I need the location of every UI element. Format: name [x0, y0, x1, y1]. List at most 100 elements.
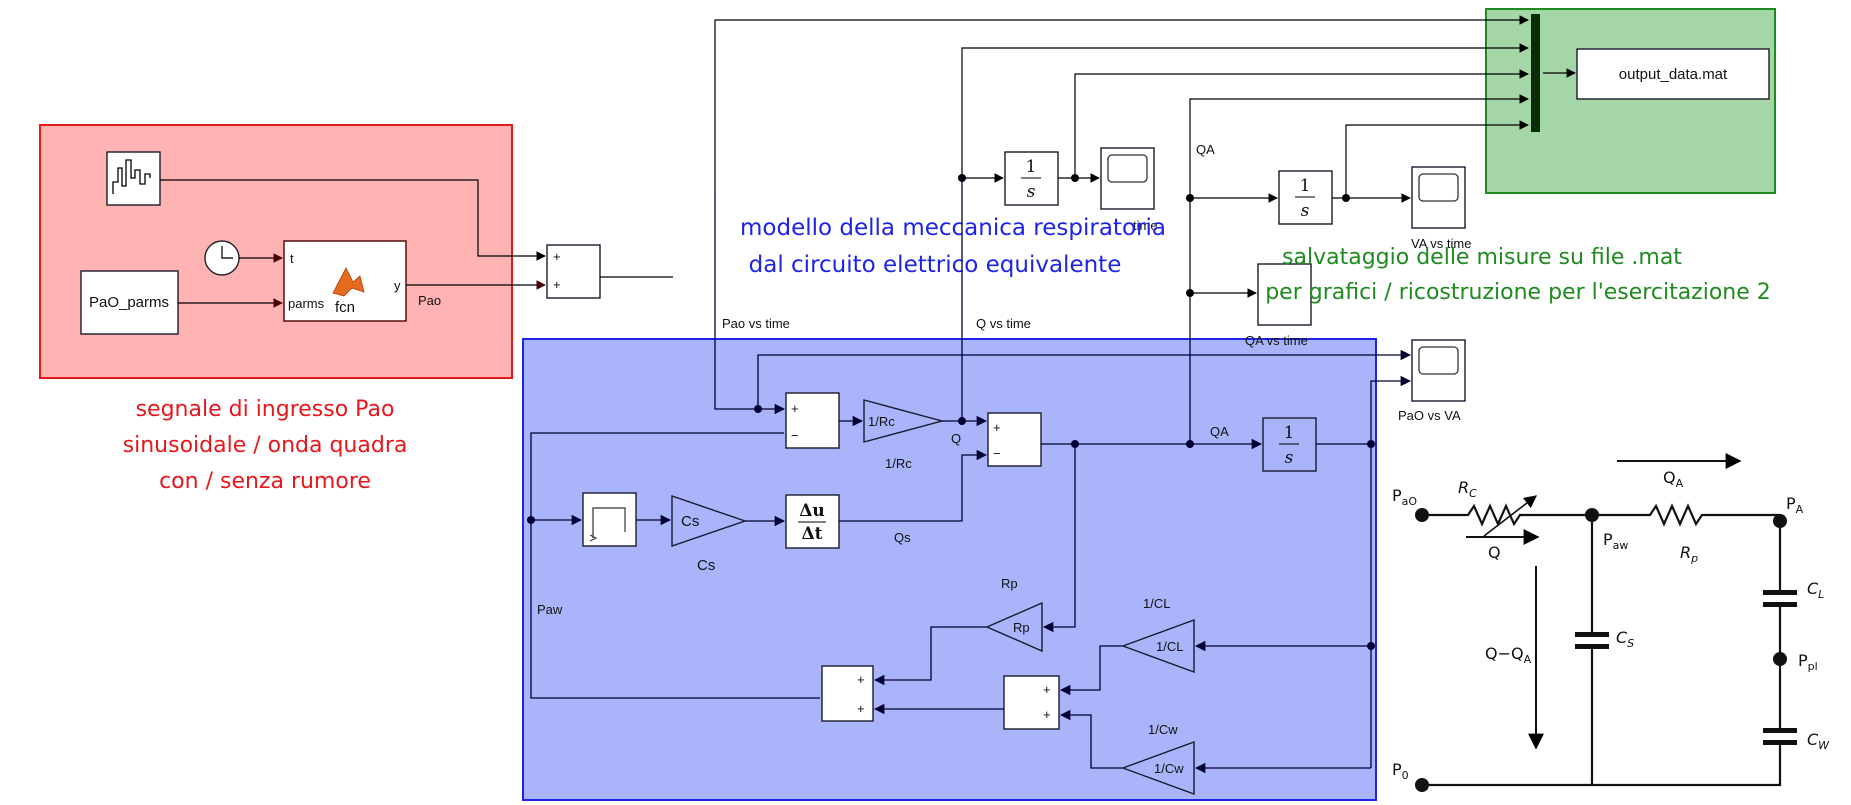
memory-block[interactable]	[582, 492, 637, 547]
wire-paw-feedback	[530, 432, 820, 699]
wire-cl-to-sum3	[1059, 645, 1123, 696]
sum2-plus: +	[993, 420, 1001, 435]
sum3-plus1: +	[1043, 682, 1051, 697]
wire-source-to-sum	[160, 179, 546, 261]
circuit-label-p0: P0	[1392, 760, 1409, 782]
wire-rp-to-sum4	[873, 626, 987, 686]
signal-pao-label: Pao	[418, 293, 441, 308]
deriv-num: Δu	[799, 501, 825, 521]
to-file-label: output_data.mat	[1619, 66, 1728, 83]
gain-cw-block[interactable]	[1120, 740, 1195, 796]
signal-qa-top-label: QA	[1196, 142, 1215, 157]
gain-cs-label: Cs	[697, 557, 715, 574]
input-sum-plus2: +	[553, 277, 561, 292]
model-region	[522, 338, 1377, 801]
signal-qs-label: Qs	[894, 530, 911, 545]
sum4-plus2: +	[857, 701, 865, 716]
integrator-v-den: s	[1027, 182, 1036, 202]
wire-v-to-mux	[1074, 69, 1529, 178]
fcn-input-t: t	[290, 251, 294, 266]
circuit-label-pao: PaO	[1392, 486, 1417, 508]
wire-qa-to-rp	[1042, 444, 1076, 633]
circuit-label-pa: PA	[1786, 494, 1804, 516]
circuit-label-cs: CS	[1616, 628, 1634, 650]
sum1-minus: −	[791, 428, 799, 443]
mux-block[interactable]	[1531, 14, 1540, 132]
signal-source-icon	[112, 159, 151, 194]
gain-cs-text: Cs	[681, 513, 699, 530]
wire-q-to-mux	[961, 43, 1529, 178]
save-note-line2: per grafici / ricostruzione per l'eserci…	[1265, 280, 1771, 305]
fcn-input-parms: parms	[288, 296, 325, 311]
circuit-label-cw: CW	[1807, 730, 1830, 752]
integrator-v-num: 1	[1026, 157, 1037, 177]
fcn-name: fcn	[335, 299, 355, 316]
signal-qa-label: QA	[1210, 424, 1229, 439]
scope-q-time-label: Q vs time	[976, 316, 1031, 331]
gain-cs-block[interactable]	[671, 495, 748, 547]
sum-pao-paw-block[interactable]	[785, 392, 840, 449]
sum2-minus: −	[993, 446, 1001, 461]
sum3-plus2: +	[1043, 707, 1051, 722]
sum-paw-block[interactable]	[821, 665, 874, 722]
save-note-line1: salvataggio delle misure su file .mat	[1282, 245, 1682, 270]
scope-pao-va-label: PaO vs VA	[1398, 408, 1461, 423]
memory-icon	[592, 507, 626, 538]
model-note-line1: modello della meccanica respiratoria	[740, 215, 1166, 241]
input-note-line1: segnale di ingresso Pao	[136, 397, 395, 422]
to-file-block[interactable]	[1576, 48, 1770, 100]
wire-qs-to-sum2	[839, 449, 988, 522]
input-sum-block[interactable]	[546, 244, 601, 299]
input-note-line2: sinusoidale / onda quadra	[123, 433, 408, 458]
circuit-label-qa: QA	[1663, 468, 1684, 490]
fcn-output-y: y	[394, 278, 401, 293]
scope-v-time-label: time	[1133, 218, 1158, 233]
deriv-den: Δt	[801, 524, 822, 544]
integrator-qa-den: s	[1285, 448, 1294, 468]
gain-cl-block[interactable]	[1120, 618, 1195, 674]
circuit-label-ppl: Ppl	[1798, 651, 1818, 673]
sum-cl-cw-block[interactable]	[1003, 675, 1060, 730]
gain-rp-label: Rp	[1001, 576, 1018, 591]
integrator-va-num: 1	[1300, 176, 1311, 196]
gain-rc-label: 1/Rc	[885, 456, 912, 471]
circuit-label-q-minus-qa: Q−QA	[1485, 644, 1532, 666]
matlab-fcn-block[interactable]	[283, 240, 407, 322]
circuit-label-cl: CL	[1807, 579, 1824, 601]
pao-parms-block[interactable]	[80, 270, 179, 335]
wire-pao-to-xy	[757, 349, 1412, 409]
gain-rp-text: Rp	[1013, 620, 1030, 635]
scope-pao-time-label: Pao vs time	[722, 316, 790, 331]
gain-rc-text: 1/Rc	[868, 414, 895, 429]
pao-parms-label: PaO_parms	[89, 294, 169, 311]
wire-va-to-mux	[1345, 120, 1529, 198]
circuit-label-q: Q	[1488, 543, 1501, 562]
wire-va-to-xy	[1370, 375, 1412, 444]
matlab-logo-icon	[332, 267, 365, 297]
model-note-line2: dal circuito elettrico equivalente	[749, 252, 1122, 278]
gain-cw-text: 1/Cw	[1154, 761, 1184, 776]
sum-q-qs-block[interactable]	[987, 412, 1042, 467]
signal-paw-label: Paw	[537, 602, 563, 617]
scope-qa-time-label: QA vs time	[1245, 333, 1308, 348]
wire-qa-to-mux	[1189, 94, 1529, 340]
circuit-label-rp: Rp	[1680, 543, 1698, 565]
circuit-label-rc: RC	[1458, 478, 1477, 500]
gain-rp-block[interactable]	[985, 601, 1043, 653]
gain-cl-label: 1/CL	[1143, 596, 1170, 611]
input-sum-plus1: +	[553, 249, 561, 264]
scope-qa-block[interactable]	[1257, 263, 1312, 326]
wire-pao-to-mux	[714, 15, 1529, 190]
circuit-label-paw: Paw	[1603, 530, 1628, 552]
equivalent-circuit	[1415, 453, 1797, 792]
sum4-plus1: +	[857, 672, 865, 687]
input-note-line3: con / senza rumore	[159, 469, 371, 494]
wire-cw-to-sum3	[1059, 709, 1123, 769]
sum1-plus: +	[791, 401, 799, 416]
gain-cl-text: 1/CL	[1156, 639, 1183, 654]
scope-va-time-label: VA vs time	[1411, 236, 1471, 251]
save-region	[1485, 8, 1776, 194]
gain-cw-label: 1/Cw	[1148, 722, 1178, 737]
gain-rc-block[interactable]	[863, 399, 945, 443]
